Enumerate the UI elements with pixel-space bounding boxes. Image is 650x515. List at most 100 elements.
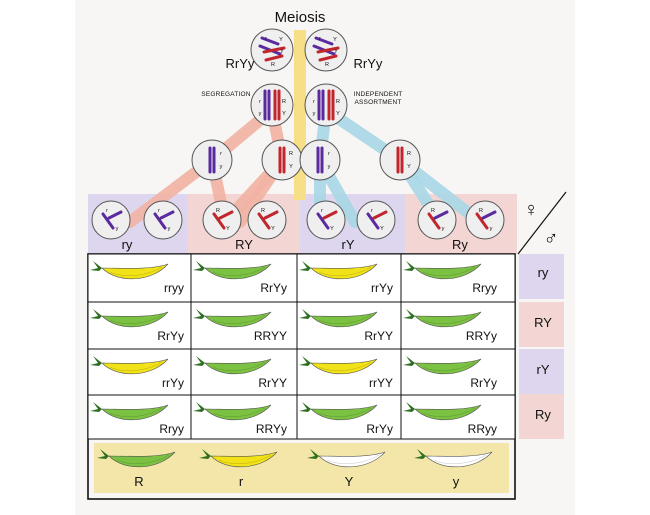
offspring-genotype: RRYy: [256, 422, 287, 436]
division-cell: [379, 139, 421, 181]
allele-letter: r: [321, 208, 323, 214]
allele-letter: y: [442, 226, 445, 232]
pod-stem: [90, 309, 102, 319]
allele-letter: y: [168, 226, 171, 232]
allele-letter: y: [116, 226, 119, 232]
allele-letter: R: [271, 62, 275, 68]
allele-letter: y: [220, 164, 223, 170]
allele-letter: R: [282, 99, 286, 105]
chromosome: [212, 212, 226, 230]
allele-letter: R: [336, 99, 340, 105]
gamete-cell: [202, 200, 242, 240]
pod-shell: [204, 358, 272, 375]
allele-letter: r: [319, 36, 321, 42]
gamete-row-label: ry: [538, 265, 549, 280]
pea-pod: [90, 402, 169, 421]
chromosome: [481, 210, 497, 220]
allele-letter: y: [490, 226, 493, 232]
allele-letter: r: [106, 208, 108, 214]
offspring-genotype: rrYY: [369, 376, 393, 390]
gamete-column-label: Ry: [452, 237, 468, 252]
pod-seam: [116, 454, 170, 464]
offspring-genotype: RRYY: [254, 329, 287, 343]
division-cell: [261, 139, 303, 181]
offspring-genotype: RrYY: [364, 329, 393, 343]
allele-letter: Y: [279, 37, 283, 43]
pea-pod: [193, 402, 272, 421]
chromosome: [427, 212, 441, 230]
gamete-cell: [143, 200, 183, 240]
chromosome: [262, 46, 286, 54]
pod-shell: [101, 358, 169, 375]
pod-seam: [318, 361, 372, 371]
assortment-label-line2: ASSORTMENT: [354, 99, 401, 106]
pod-shell: [101, 263, 169, 280]
pod-seam: [212, 407, 266, 417]
offspring-genotype: RRyy: [468, 422, 497, 436]
chromosome: [475, 212, 489, 230]
pod-stem: [299, 356, 311, 366]
allele-letter: Y: [336, 111, 340, 117]
gamete-cell: [247, 200, 287, 240]
pod-seam: [109, 361, 163, 371]
allele-letter: Y: [271, 226, 275, 232]
pod-stem: [403, 309, 415, 319]
legend-band: [94, 443, 509, 493]
assortment-label-line1: INDEPENDENT: [354, 91, 403, 98]
parent-right-genotype: RrYy: [354, 56, 383, 71]
allele-letter: R: [431, 208, 435, 214]
allele-letter: r: [313, 99, 315, 105]
offspring-genotype: RrYY: [258, 376, 287, 390]
chromosome: [101, 212, 115, 230]
pea-pod: [90, 261, 169, 280]
offspring-genotype: rrYy: [371, 281, 393, 295]
pea-pod: [403, 309, 482, 328]
allele-letter: Y: [289, 164, 293, 170]
chromosome: [260, 36, 280, 46]
allele-letter: r: [259, 99, 261, 105]
gamete-cell: [465, 200, 505, 240]
connector-lines: [124, 30, 486, 228]
division-cell: [299, 139, 341, 181]
gamete-row-label: Ry: [535, 407, 551, 422]
allele-letter: r: [220, 151, 222, 157]
allele-letter: r: [158, 208, 160, 214]
row-label-bg: [519, 349, 564, 394]
pod-stem: [403, 356, 415, 366]
division-cell: [304, 83, 348, 127]
legend-pea-pod: [414, 449, 493, 468]
pea-pod: [299, 356, 378, 375]
allele-letter: r: [328, 151, 330, 157]
offspring-genotype: RrYy: [260, 281, 287, 295]
pea-pod: [299, 261, 378, 280]
pod-stem: [193, 402, 205, 412]
allele-letter: r: [371, 208, 373, 214]
offspring-genotype: RRYy: [466, 329, 497, 343]
legend-pea-pod: [97, 449, 176, 468]
legend-label: R: [134, 474, 143, 489]
pod-stem: [199, 449, 211, 459]
chromosome: [314, 36, 334, 46]
chromosome: [264, 54, 284, 62]
allele-letter: y: [328, 164, 331, 170]
pod-shell: [414, 358, 482, 375]
allele-letter: R: [216, 208, 220, 214]
allele-letter: Y: [380, 226, 384, 232]
pod-stem: [299, 402, 311, 412]
chromosome: [257, 212, 271, 230]
parent-left-genotype: RrYy: [226, 56, 255, 71]
gamete-cell: [356, 200, 396, 240]
diagram-title: Meiosis: [275, 9, 326, 26]
pod-stem: [193, 356, 205, 366]
pea-pod: [299, 402, 378, 421]
gamete-column-label: rY: [342, 237, 355, 252]
legend-pea-pod: [307, 449, 386, 468]
pod-stem: [97, 449, 109, 459]
pod-shell: [318, 451, 386, 468]
allele-letter: r: [265, 36, 267, 42]
allele-letter: R: [261, 208, 265, 214]
offspring-genotype: Rryy: [472, 281, 497, 295]
male-symbol: ♂: [544, 228, 559, 250]
allele-letter: Y: [407, 164, 411, 170]
